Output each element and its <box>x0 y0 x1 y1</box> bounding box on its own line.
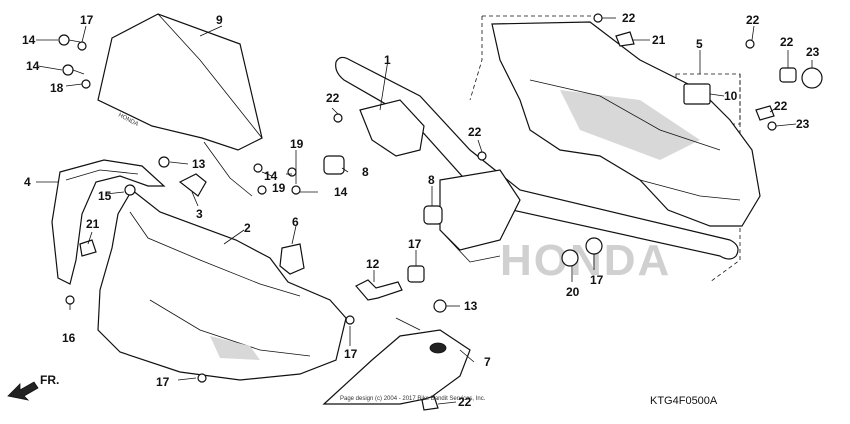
callout-17: 19 <box>290 137 304 151</box>
handlebar-pipe[interactable] <box>335 56 739 263</box>
front-upper-cover[interactable] <box>97 189 347 381</box>
callout-13: 14 <box>334 185 348 199</box>
callout-14: 16 <box>62 331 76 345</box>
rubber-mount-8a[interactable] <box>323 155 345 175</box>
front-direction-arrow: FR. <box>7 373 59 401</box>
callout-6: 6 <box>292 215 299 229</box>
rubber-mount-8b[interactable] <box>423 205 443 225</box>
bolt-part-11[interactable] <box>355 279 403 301</box>
callout-20: 22 <box>774 99 788 113</box>
callout-10: 10 <box>724 89 738 103</box>
brand-watermark: HONDA <box>500 236 671 285</box>
callout-13: 14 <box>264 169 278 183</box>
callout-23: 23 <box>806 45 820 59</box>
direction-label: FR. <box>40 373 59 387</box>
callout-22: 22 <box>326 91 340 105</box>
windscreen-visor[interactable]: HONDA <box>97 13 263 197</box>
callout-20: 21 <box>652 33 666 47</box>
callout-14: 17 <box>344 347 358 361</box>
callout-labels: 14 17 14 18 9 13 3 4 15 2 6 21 16 17 17 … <box>22 11 820 409</box>
callout-8: 8 <box>428 173 435 187</box>
grommet-part-23[interactable] <box>801 67 823 89</box>
collar-part-16[interactable] <box>407 265 425 283</box>
callout-5: 5 <box>696 37 703 51</box>
callout-7: 7 <box>484 355 491 369</box>
callout-12: 13 <box>464 299 478 313</box>
callout-15: 17 <box>590 273 604 287</box>
callout-18: 20 <box>566 285 580 299</box>
callout-13: 14 <box>26 59 40 73</box>
diagram-code: KTG4F0500A <box>650 395 718 407</box>
fastener-group[interactable] <box>58 13 823 411</box>
callout-22: 23 <box>796 117 810 131</box>
callout-14: 15 <box>98 189 112 203</box>
callout-4: 4 <box>24 175 31 189</box>
callout-8: 8 <box>362 165 369 179</box>
callout-19: 22 <box>458 395 472 409</box>
clip-part-3[interactable] <box>178 173 207 197</box>
copyright-notice: Page design (c) 2004 - 2017 Bike Bandit … <box>340 396 486 402</box>
callout-13: 14 <box>22 33 36 47</box>
callout-22: 22 <box>746 13 760 27</box>
bracket-part-6[interactable] <box>279 243 305 275</box>
left-side-panel[interactable] <box>51 159 166 285</box>
callout-22: 22 <box>622 11 636 25</box>
callout-11: 12 <box>366 257 380 271</box>
rear-handle-cover[interactable] <box>491 21 761 227</box>
callout-16: 17 <box>408 237 422 251</box>
callout-17: 19 <box>272 181 286 195</box>
callout-12: 13 <box>192 157 206 171</box>
bolt-part-21[interactable] <box>779 67 797 83</box>
callout-17: 18 <box>50 81 64 95</box>
callout-3: 3 <box>196 207 203 221</box>
callout-14: 17 <box>156 375 170 389</box>
lower-cover[interactable] <box>322 317 471 405</box>
callout-21: 22 <box>780 35 794 49</box>
cap-part-15[interactable] <box>585 237 603 255</box>
cap-part-18[interactable] <box>561 249 579 267</box>
callout-17: 17 <box>80 13 94 27</box>
switch-cap-part-10[interactable] <box>683 83 711 105</box>
leader-lines <box>36 17 813 405</box>
callout-22: 22 <box>468 125 482 139</box>
callout-1: 1 <box>384 53 391 67</box>
callout-9: 9 <box>216 13 223 27</box>
callout-19: 21 <box>86 217 100 231</box>
callout-2: 2 <box>244 221 251 235</box>
